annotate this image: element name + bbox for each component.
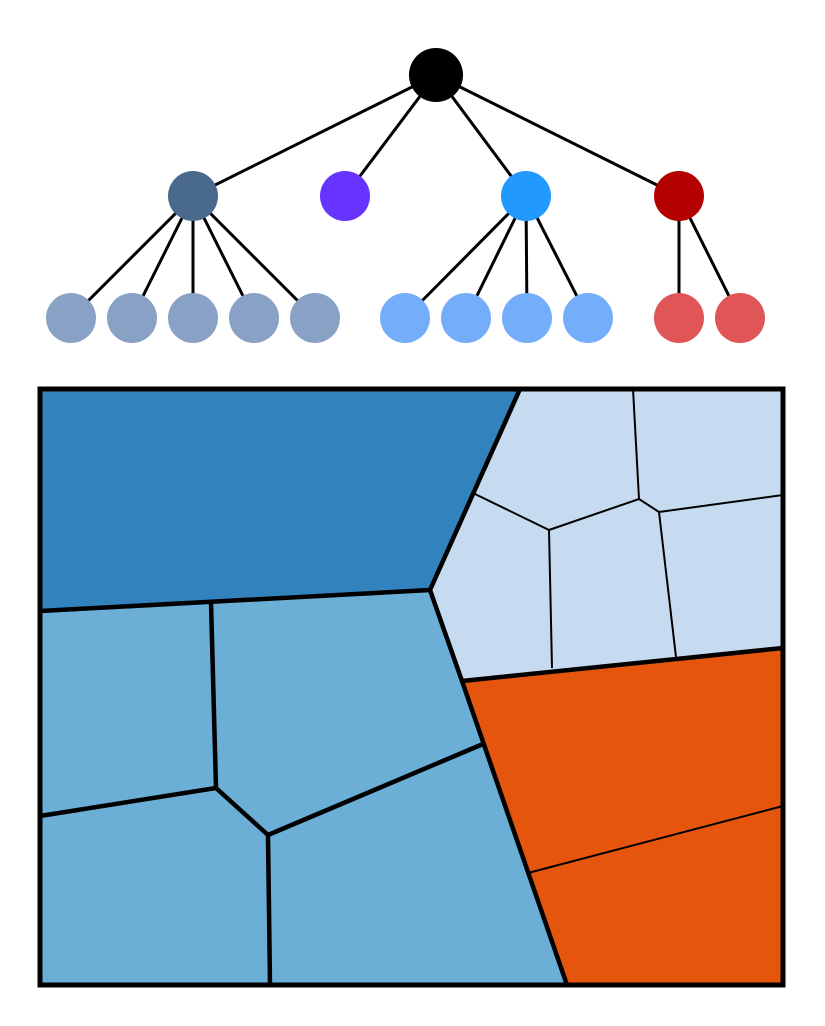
leaf-node (107, 293, 157, 343)
leaf-node (563, 293, 613, 343)
mid-blue-cell-borders (37, 599, 486, 988)
orange-cell-border (527, 805, 784, 874)
light-blue-cell-borders (474, 388, 784, 669)
edge-root-child-4 (434, 73, 681, 198)
leaf-node (229, 293, 279, 343)
child-node-3 (501, 171, 551, 221)
leaf-node (290, 293, 340, 343)
leaf-node (380, 293, 430, 343)
child-node-2 (320, 171, 370, 221)
leaf-node (168, 293, 218, 343)
tree-diagram (46, 48, 765, 343)
region-light-blue (430, 389, 783, 681)
region-dark-blue (40, 389, 520, 611)
edge-child-3-leaf-1 (403, 194, 528, 320)
edge-child-1-leaf-1 (69, 194, 195, 320)
edge-child-1-leaf-5 (191, 194, 317, 320)
tree-nodes (46, 48, 765, 343)
treemap-frame (37, 386, 786, 988)
edge-root-child-1 (191, 73, 438, 198)
child-node-1 (168, 171, 218, 221)
child-node-4 (654, 171, 704, 221)
leaf-node (502, 293, 552, 343)
leaf-node (654, 293, 704, 343)
region-orange (462, 648, 783, 985)
leaf-node (46, 293, 96, 343)
leaf-node (715, 293, 765, 343)
voronoi-treemap (37, 386, 786, 988)
region-mid-blue (40, 590, 567, 985)
group-borders (37, 386, 786, 988)
root-node (409, 48, 463, 102)
leaf-node (441, 293, 491, 343)
